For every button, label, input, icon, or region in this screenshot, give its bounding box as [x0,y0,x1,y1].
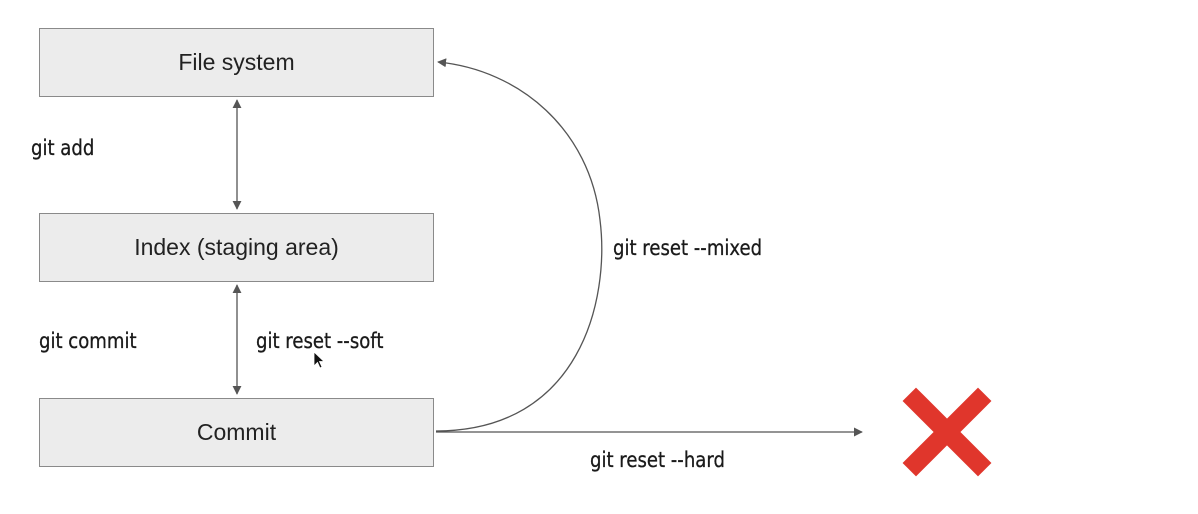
node-commit-label: Commit [196,419,277,445]
label-git-reset-soft: git reset --soft [256,329,384,353]
node-file-system-label: File system [178,49,295,75]
node-index: Index (staging area) [39,213,434,282]
mouse-cursor-icon [313,351,326,369]
red-cross-icon [902,387,992,477]
node-commit: Commit [39,398,434,467]
node-file-system: File system [39,28,434,97]
label-git-commit: git commit [39,329,137,353]
label-git-reset-hard: git reset --hard [590,448,725,472]
label-git-reset-mixed: git reset --mixed [613,236,763,260]
arrow-reset-mixed-curve [435,58,603,432]
node-index-label: Index (staging area) [134,234,339,260]
label-git-add: git add [31,136,95,160]
